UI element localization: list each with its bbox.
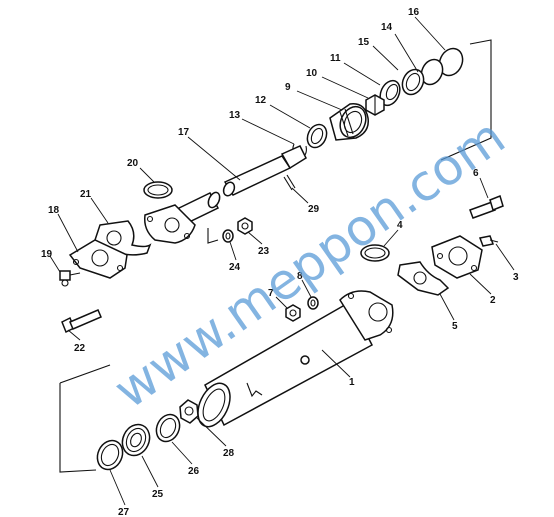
- callout-19: 19: [41, 249, 53, 260]
- part-rod-end: [143, 191, 221, 244]
- part-28-nut: [179, 399, 199, 424]
- callout-3: 3: [513, 272, 519, 283]
- callout-21: 21: [80, 189, 92, 200]
- part-16-o-ring: [438, 47, 464, 77]
- part-15-backup-ring: [420, 58, 444, 86]
- callout-23: 23: [258, 246, 270, 257]
- part-19-grease-fitting: [59, 270, 81, 287]
- part-29-pin: [283, 174, 296, 191]
- part-24-washer: [222, 229, 234, 243]
- callout-6: 6: [473, 168, 479, 179]
- callout-7: 7: [268, 288, 274, 299]
- part-3-grease-fitting: [478, 235, 499, 247]
- callout-5: 5: [452, 321, 458, 332]
- frame-bracket-left: [59, 364, 111, 473]
- part-22-bolt: [61, 309, 102, 334]
- part-8-washer: [307, 296, 319, 310]
- part-5-half-clamp: [397, 261, 450, 296]
- part-4-o-ring: [360, 244, 390, 262]
- part-23-nut: [237, 217, 253, 235]
- callout-9: 9: [285, 82, 291, 93]
- callout-25: 25: [152, 489, 164, 500]
- callout-27: 27: [118, 507, 130, 517]
- part-20-o-ring: [143, 181, 173, 199]
- callout-18: 18: [48, 205, 60, 216]
- callout-20: 20: [127, 158, 139, 169]
- part-9-piston: [329, 103, 369, 141]
- part-26-bushing: [155, 413, 181, 443]
- part-14-packing: [401, 68, 425, 96]
- callout-29: 29: [308, 204, 320, 215]
- part-17-piston-rod: [222, 145, 307, 197]
- part-1-cylinder-tube: [197, 290, 394, 428]
- callout-22: 22: [74, 343, 86, 354]
- part-12-wear-ring: [306, 123, 328, 149]
- callout-15: 15: [358, 37, 370, 48]
- part-6-bolt: [469, 194, 504, 219]
- callout-16: 16: [408, 7, 420, 18]
- callout-10: 10: [306, 68, 318, 79]
- callout-12: 12: [255, 95, 267, 106]
- part-27-snap-ring: [96, 439, 124, 471]
- part-2-clamp: [431, 235, 483, 279]
- part-25-piston-seal: [121, 423, 151, 457]
- callout-8: 8: [297, 271, 303, 282]
- callout-1: 1: [349, 377, 355, 388]
- callout-4: 4: [397, 220, 403, 231]
- callout-numbers: 16 14 15 11 10 9 12 13 17 20 21 18 19 22…: [41, 7, 519, 517]
- leader-lines: [49, 16, 515, 506]
- callout-14: 14: [381, 22, 393, 33]
- part-7-nut: [285, 304, 301, 322]
- callout-28: 28: [223, 448, 235, 459]
- callout-11: 11: [330, 53, 341, 64]
- frame-bracket-top-right: [440, 39, 492, 161]
- callout-17: 17: [178, 127, 190, 138]
- callout-26: 26: [188, 466, 200, 477]
- frame-bracket-small: [207, 228, 219, 244]
- callout-2: 2: [490, 295, 496, 306]
- callout-24: 24: [229, 262, 241, 273]
- callout-13: 13: [229, 110, 241, 121]
- part-10-nut: [365, 94, 385, 116]
- part-18-clamp: [68, 239, 128, 279]
